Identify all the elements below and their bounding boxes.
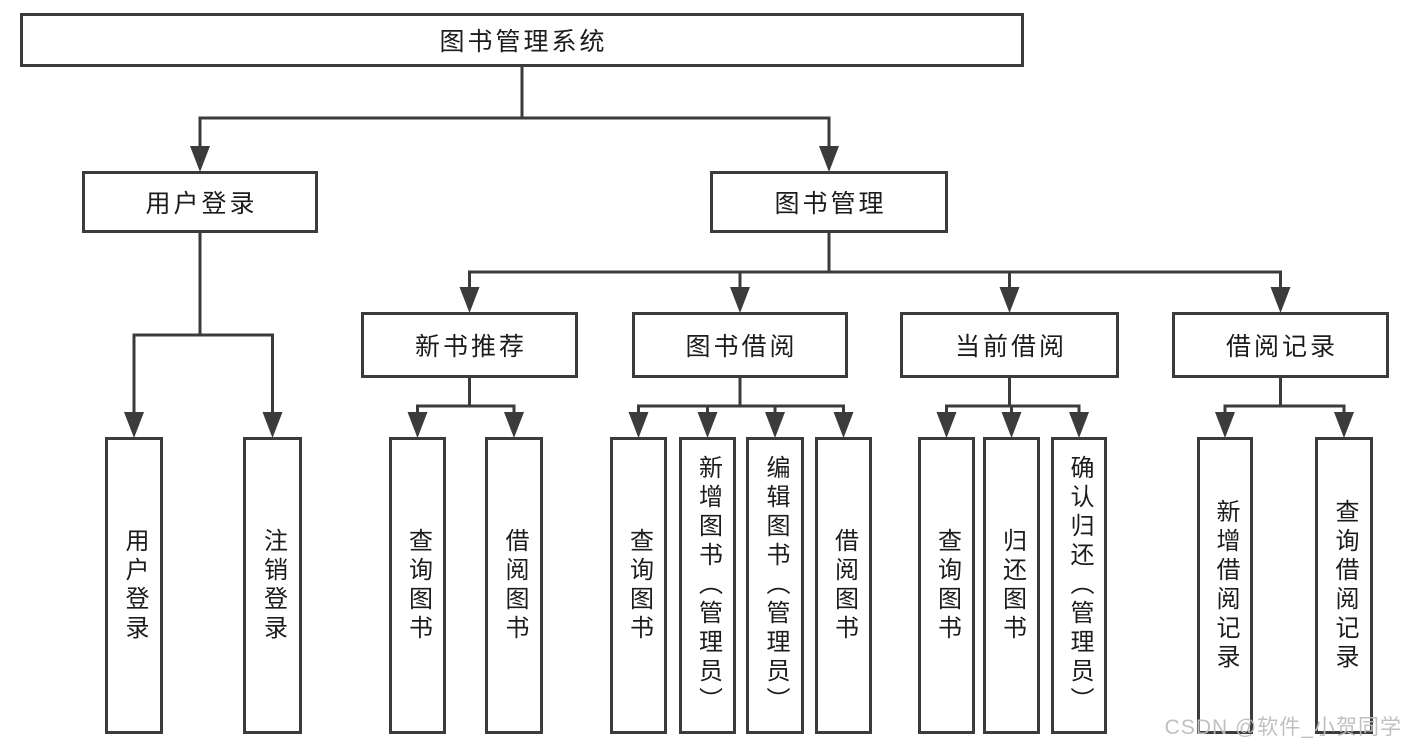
arrow-down-icon: [765, 412, 785, 438]
arrow-down-icon: [1001, 412, 1022, 438]
leaf-user-login-label: 用户登录: [121, 527, 148, 644]
connector-root-to-level2: [190, 67, 839, 172]
arrow-down-icon: [1334, 412, 1354, 438]
arrow-down-icon: [819, 146, 839, 172]
leaf-nbr-borrow-books-label: 借阅图书: [501, 527, 528, 644]
arrow-down-icon: [124, 412, 144, 438]
node-book-management: 图书管理: [710, 171, 948, 233]
arrow-down-icon: [999, 287, 1020, 313]
node-borrow-records: 借阅记录: [1172, 312, 1389, 378]
connector-new-book-rec-to-leaves: [407, 378, 524, 438]
leaf-cb-query-books: 查询图书: [918, 437, 975, 734]
leaf-bb-add-books-label: 新增图书（管理员）: [694, 455, 722, 716]
connector-user-login-to-leaves: [124, 233, 283, 438]
leaf-nbr-borrow-books: 借阅图书: [485, 437, 543, 734]
node-user-login: 用户登录: [82, 171, 318, 233]
connector-book-borrow-to-leaves: [628, 378, 854, 438]
arrow-down-icon: [833, 412, 854, 438]
connector-book-mgmt-to-level3: [459, 233, 1291, 313]
leaf-bb-borrow-books-label: 借阅图书: [830, 527, 858, 644]
arrow-down-icon: [504, 412, 524, 438]
arrow-down-icon: [936, 412, 957, 438]
node-book-borrow: 图书借阅: [632, 312, 848, 378]
arrow-down-icon: [1270, 287, 1291, 313]
leaf-cb-confirm-return: 确认归还（管理员）: [1051, 437, 1107, 734]
node-new-book-recommend: 新书推荐: [361, 312, 578, 378]
leaf-bb-edit-books: 编辑图书（管理员）: [746, 437, 804, 734]
leaf-nbr-query-books: 查询图书: [389, 437, 446, 734]
leaf-cb-query-books-label: 查询图书: [933, 527, 961, 644]
leaf-br-add-record: 新增借阅记录: [1197, 437, 1253, 734]
arrow-down-icon: [407, 412, 428, 438]
leaf-br-query-record: 查询借阅记录: [1315, 437, 1373, 734]
arrow-down-icon: [697, 412, 718, 438]
leaf-bb-query-books: 查询图书: [610, 437, 667, 734]
connector-current-borrow-to-leaves: [936, 378, 1089, 438]
leaf-br-query-record-label: 查询借阅记录: [1331, 498, 1358, 673]
leaf-nbr-query-books-label: 查询图书: [404, 527, 432, 644]
watermark-text: CSDN @软件_小贺同学: [1164, 716, 1402, 739]
arrow-down-icon: [1069, 412, 1089, 438]
leaf-br-add-record-label: 新增借阅记录: [1212, 498, 1239, 673]
leaf-bb-add-books: 新增图书（管理员）: [679, 437, 736, 734]
leaf-user-login: 用户登录: [105, 437, 163, 734]
arrow-down-icon: [1215, 412, 1235, 438]
node-root: 图书管理系统: [20, 13, 1024, 67]
connector-borrow-records-to-leaves: [1215, 378, 1354, 438]
leaf-cb-confirm-return-label: 确认归还（管理员）: [1066, 455, 1093, 716]
leaf-bb-edit-books-label: 编辑图书（管理员）: [762, 455, 789, 716]
arrow-down-icon: [190, 146, 210, 172]
arrow-down-icon: [262, 412, 283, 438]
leaf-cb-return-books-label: 归还图书: [998, 527, 1026, 644]
leaf-logout-label: 注销登录: [259, 527, 287, 644]
leaf-bb-borrow-books: 借阅图书: [815, 437, 872, 734]
arrow-down-icon: [628, 412, 649, 438]
node-current-borrow: 当前借阅: [900, 312, 1119, 378]
leaf-cb-return-books: 归还图书: [983, 437, 1040, 734]
arrow-down-icon: [730, 287, 750, 313]
leaf-bb-query-books-label: 查询图书: [625, 527, 653, 644]
leaf-logout: 注销登录: [243, 437, 302, 734]
arrow-down-icon: [459, 287, 480, 313]
